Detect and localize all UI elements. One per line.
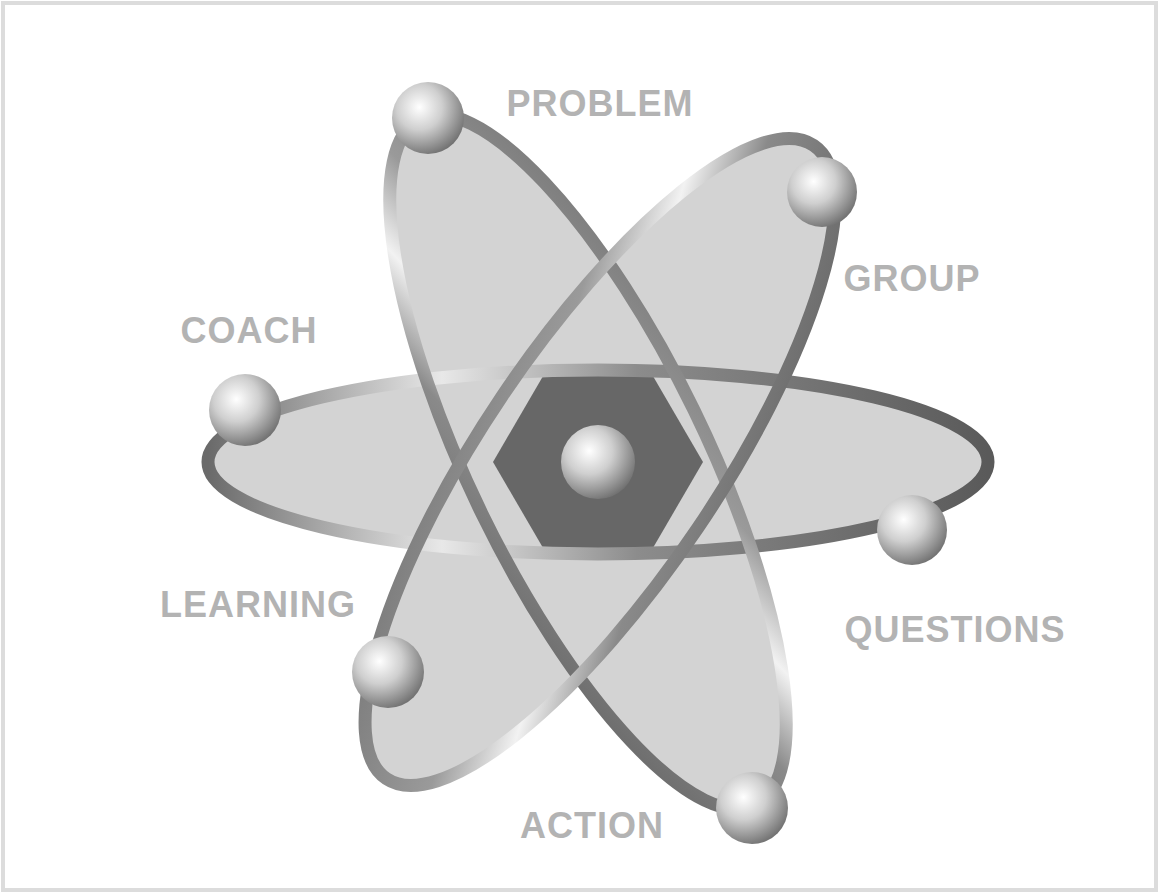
orbit-rings — [208, 67, 988, 857]
orbit-label: ACTION — [520, 806, 664, 846]
electron-spheres — [209, 82, 947, 844]
frame — [3, 3, 1156, 890]
orbit-label: PROBLEM — [507, 84, 694, 124]
orbit-label: GROUP — [843, 259, 980, 299]
orbit-label: QUESTIONS — [844, 610, 1065, 650]
core-hexagon — [493, 371, 703, 553]
orbit-label: COACH — [181, 311, 318, 351]
orbit-label: LEARNING — [160, 585, 356, 625]
orbit-fills — [208, 67, 988, 857]
